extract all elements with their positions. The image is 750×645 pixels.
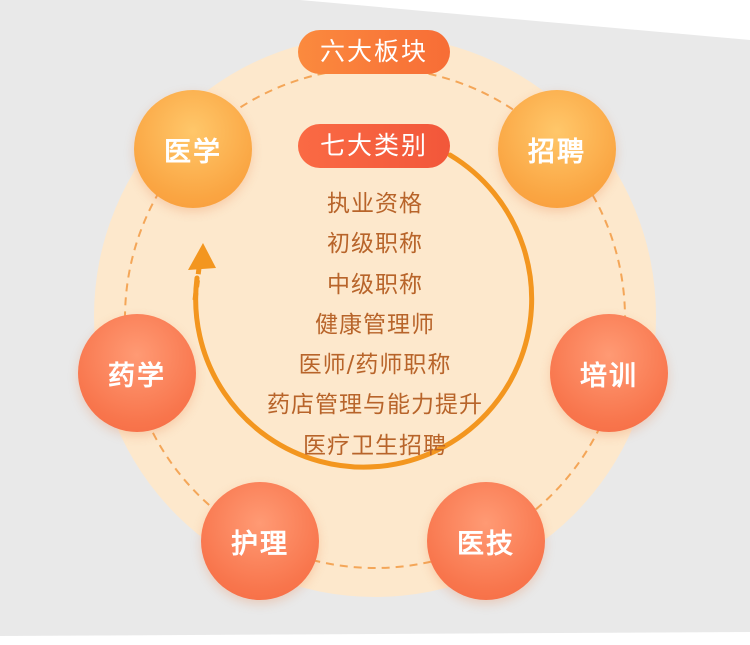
category-item: 初级职称 (327, 231, 423, 258)
category-item: 执业资格 (327, 191, 423, 217)
section-medicine: 医学 (134, 90, 252, 208)
section-medical-techniques: 医技 (427, 482, 545, 600)
seven-categories-pill: 七大类别 (298, 124, 450, 168)
six-sections-pill: 六大板块 (298, 30, 450, 74)
cycle-arc (193, 152, 535, 470)
category-item: 医师/药师职称 (298, 352, 452, 379)
category-item: 医疗卫生招聘 (303, 432, 447, 459)
category-list: 执业资格 初级职称 中级职称 健康管理师 医师/药师职称 药店管理与能力提升 医… (225, 184, 525, 466)
category-item: 中级职称 (327, 271, 423, 298)
category-item: 健康管理师 (315, 311, 435, 338)
section-training: 培训 (550, 314, 668, 432)
section-nursing: 护理 (201, 482, 319, 600)
arrow-head-icon (188, 243, 216, 270)
category-item: 药店管理与能力提升 (267, 392, 483, 419)
section-pharmacy: 药学 (78, 314, 196, 432)
cycle-arc-dashed-tail (192, 267, 202, 301)
section-recruitment: 招聘 (498, 90, 616, 208)
